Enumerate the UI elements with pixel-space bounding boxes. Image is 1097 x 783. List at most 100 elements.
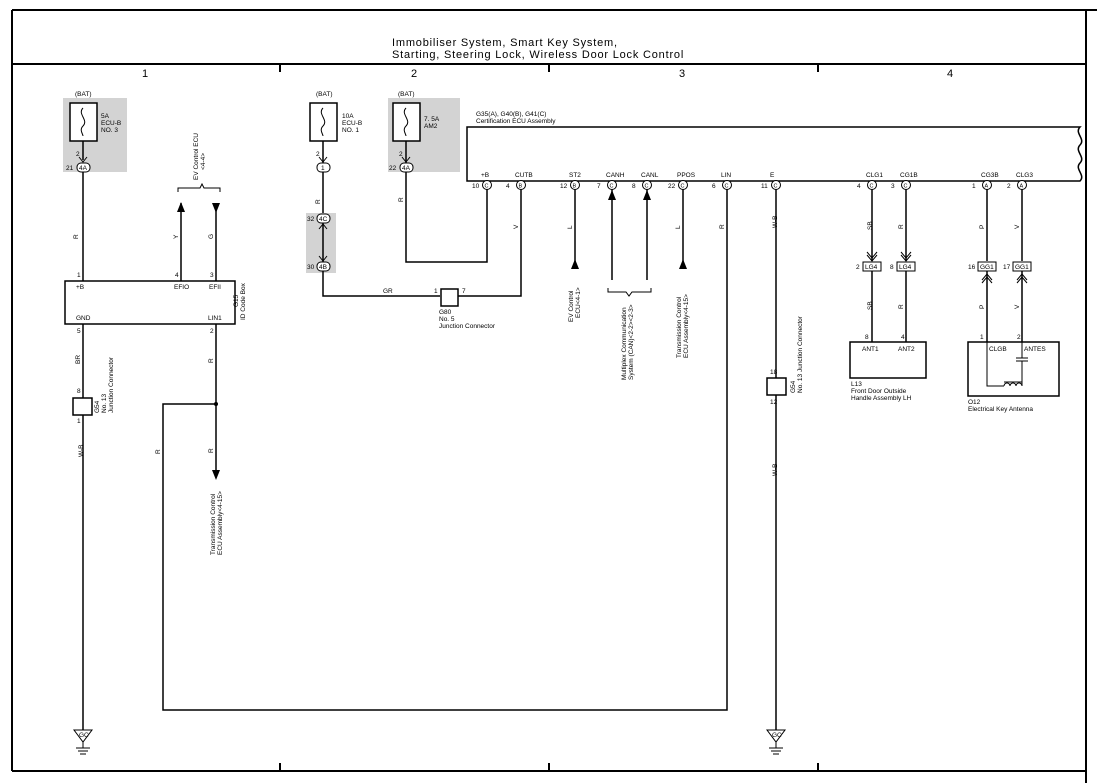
idbox-pin-label-gnd: GND — [76, 315, 91, 322]
ref-trans2-line2: ECU Assembly<4-15> — [683, 294, 690, 358]
ecu-pin-label: LIN — [721, 172, 731, 179]
ref-multiplex-line1: Multiplex Communication — [621, 307, 628, 380]
bat-label-3: (BAT) — [398, 91, 415, 98]
junction-g54-right: 18 12 G54 No. 13 Junction Connector — [766, 315, 804, 406]
idbox-pin-num-5: 5 — [77, 328, 81, 335]
ground-label: GC — [79, 732, 89, 739]
ecu-pin-number: 7 — [597, 183, 601, 190]
o12-name: Electrical Key Antenna — [968, 406, 1033, 413]
idbox-pin-label-b: +B — [76, 284, 84, 291]
ecu-pin-number: 2 — [1007, 183, 1011, 190]
junction-code-top: 4C — [319, 216, 328, 223]
g54-right-pin-bottom: 12 — [770, 399, 778, 406]
fuse-number: NO. 3 — [101, 127, 118, 134]
g80-code: G80 — [439, 309, 452, 316]
wire-color-w-b-right: W-B — [772, 463, 779, 476]
ref-multiplex-line2: System (CAN)<2-2><2-3> — [628, 304, 635, 380]
wire-color-y: Y — [173, 234, 180, 239]
wire-color-r-5: R — [898, 304, 905, 309]
l13-name: Front Door Outside — [851, 388, 907, 395]
ecu-pin-number: 22 — [668, 183, 676, 190]
g54-left-name2: Junction Connector — [108, 356, 115, 413]
fuse-7-5a-am2: (BAT) 7. 5A AM2 2 22 4A — [388, 91, 460, 173]
ecu-pin-code: C — [610, 184, 614, 190]
diagram-title-line1: Immobiliser System, Smart Key System, — [392, 37, 618, 49]
lg4-pin-right: 8 — [890, 264, 894, 271]
ref-trans2-line1: Transmission Control — [676, 296, 683, 358]
ref-ev-ecu2-line1: EV Control — [568, 290, 575, 322]
ecu-pin-label: ST2 — [569, 172, 581, 179]
id-code-box: 1 +B 4 EFIO 3 EFII GND 5 LIN1 2 G15 ID C… — [64, 272, 247, 335]
ecu-pin-number: 11 — [761, 183, 768, 190]
ecu-pin-terminal — [482, 180, 492, 190]
idbox-code: G15 — [233, 294, 240, 307]
wire-color-v-1: V — [1014, 224, 1021, 229]
gg1-pin-right: 17 — [1003, 264, 1011, 271]
certification-ecu: G35(A), G40(B), G41(C) Certification ECU… — [466, 111, 1083, 182]
ref-ev-ecu-line2: <4-4> — [200, 153, 207, 170]
gg1-pin-left: 16 — [968, 264, 976, 271]
ecu-pin-code: C — [870, 184, 874, 190]
l13-pin-num-4: 4 — [901, 334, 905, 341]
ecu-pin-code: C — [645, 184, 649, 190]
wire-color-r-lin1: R — [208, 358, 215, 363]
ecu-pin-label: E — [770, 172, 775, 179]
wire-color-v-cutb: V — [513, 224, 520, 229]
lg4-pin-left: 2 — [856, 264, 860, 271]
wire-color-sb-1: SB — [867, 221, 874, 230]
l13-code: L13 — [851, 381, 862, 388]
ecu-pin-code: A — [985, 184, 989, 190]
wire-color-br: BR — [75, 355, 82, 364]
wire-color-gr: GR — [383, 288, 393, 295]
wire-color-p-1: P — [979, 225, 986, 229]
connector-gg1: 16 GG1 17 GG1 — [968, 261, 1032, 272]
ground-gc-left: GC — [73, 729, 93, 755]
ref-trans1-line1: Transmission Control — [210, 493, 217, 555]
ecu-pin-number: 4 — [857, 183, 861, 190]
idbox-pin-num-1: 1 — [77, 272, 81, 279]
g80-name: No. 5 — [439, 316, 455, 323]
g54-left-code: G54 — [94, 400, 101, 413]
fuse-amp-2: 10A — [342, 113, 354, 120]
terminal-code-3: 4A — [402, 165, 411, 172]
g54-right-code: G54 — [790, 380, 797, 393]
l13-pin-label-ant2: ANT2 — [898, 346, 915, 353]
ecu-pin-terminal — [722, 180, 732, 190]
ecu-pin-code: C — [774, 184, 778, 190]
terminal-pin-3: 22 — [389, 165, 397, 172]
o12-pin-label-antes: ANTES — [1024, 346, 1046, 353]
fuse-number-2: NO. 1 — [342, 127, 359, 134]
diagram-title-line2: Starting, Steering Lock, Wireless Door L… — [392, 49, 684, 61]
ref-ev-ecu-line1: EV Control ECU — [193, 133, 200, 180]
ground-label-2: GC — [772, 732, 782, 739]
bat-label-2: (BAT) — [316, 91, 333, 98]
ecu-pin-label: +B — [481, 172, 489, 179]
idbox-pin-num-4: 4 — [175, 272, 179, 279]
ground-gc-right: GC — [766, 729, 786, 755]
column-number-2: 2 — [411, 68, 418, 80]
wire-color-v-2: V — [1014, 304, 1021, 309]
ecu-pin-label: CLG3 — [1016, 172, 1033, 179]
wire-color-g: G — [208, 234, 215, 239]
g54-left-name: No. 13 — [101, 393, 108, 413]
junction-g54-left: 8 1 G54 No. 13 Junction Connector — [72, 356, 115, 425]
fuse-amp-3: 7. 5A — [424, 116, 440, 123]
wire-color-r-lin1b: R — [208, 448, 215, 453]
wire-color-r-2: R — [315, 199, 322, 204]
ecu-pin-label: CANH — [606, 172, 625, 179]
fuse-pin: 2 — [76, 151, 80, 158]
wire-color-sb-2: SB — [867, 301, 874, 310]
ecu-pin-number: 3 — [891, 183, 895, 190]
ecu-pin-code: B — [573, 184, 577, 190]
ecu-pin-label: CG1B — [900, 172, 918, 179]
junction-pin-top: 32 — [307, 216, 315, 223]
frame — [11, 9, 1097, 783]
wire-color-r-loop: R — [155, 449, 162, 454]
wire-color-r-lin: R — [719, 224, 726, 229]
ecu-pin-code: C — [725, 184, 729, 190]
g80-pin-right: 7 — [462, 288, 466, 295]
ecu-pin-code: C — [681, 184, 685, 190]
ecu-pin-code: C — [904, 184, 908, 190]
junction-code-bottom: 4B — [319, 264, 327, 271]
